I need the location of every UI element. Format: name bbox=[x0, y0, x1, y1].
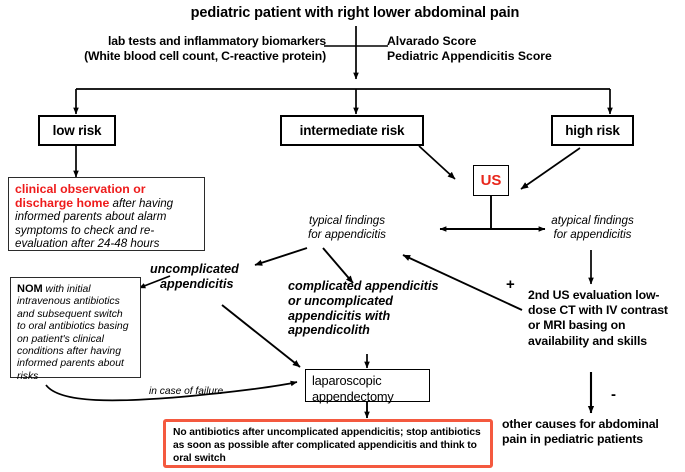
laparoscopic-appendectomy-line1: laparoscopic bbox=[312, 373, 382, 388]
alvarado-score-label: Alvarado Score bbox=[387, 34, 477, 48]
plus-sign-label: + bbox=[506, 276, 515, 293]
us-box[interactable]: US bbox=[473, 165, 509, 196]
clinical-observation-box: clinical observation or discharge home a… bbox=[8, 177, 205, 251]
atypical-findings-line1: atypical findings bbox=[551, 214, 634, 227]
edge-high-to-us bbox=[520, 147, 581, 190]
pediatric-appendicitis-score-label: Pediatric Appendicitis Score bbox=[387, 49, 552, 63]
clinical-observation-emphasis: clinical observation or discharge home bbox=[15, 182, 146, 210]
other-causes-text: other causes for abdominal pain in pedia… bbox=[502, 417, 659, 447]
clinical-observation-text: clinical observation or discharge home a… bbox=[15, 182, 198, 251]
in-case-of-failure-label: in case of failure bbox=[149, 386, 224, 397]
nom-emphasis: NOM bbox=[17, 283, 43, 295]
laparoscopic-appendectomy-box[interactable]: laparoscopic appendectomy bbox=[305, 369, 430, 404]
minus-sign-label: - bbox=[611, 386, 616, 403]
clinical-observation-rest: after having informed parents about alar… bbox=[15, 196, 174, 251]
second-us-evaluation-text: 2nd US evaluation low-dose CT with IV co… bbox=[528, 288, 668, 348]
uncomplicated-appendicitis-label-line1: uncomplicated bbox=[150, 262, 239, 276]
uncomplicated-appendicitis-label-line2: appendicitis bbox=[160, 277, 234, 291]
laparoscopic-appendectomy-line2: appendectomy bbox=[312, 388, 394, 404]
low-risk-box[interactable]: low risk bbox=[38, 115, 116, 146]
lab-tests-label-line1: lab tests and inflammatory biomarkers bbox=[108, 34, 326, 48]
page-title: pediatric patient with right lower abdom… bbox=[190, 5, 520, 21]
edge-typical-to-complicated bbox=[322, 247, 354, 284]
nom-text: NOM with initial intravenous antibiotics… bbox=[17, 283, 134, 383]
nom-box: NOM with initial intravenous antibiotics… bbox=[10, 277, 141, 382]
intermediate-risk-box[interactable]: intermediate risk bbox=[280, 115, 424, 146]
typical-findings-line1: typical findings bbox=[308, 214, 386, 227]
antibiotics-policy-box: No antibiotics after uncomplicated appen… bbox=[163, 419, 493, 468]
high-risk-box[interactable]: high risk bbox=[551, 115, 634, 146]
complicated-appendicitis-label: complicated appendicitis or uncomplicate… bbox=[288, 279, 439, 338]
lab-tests-label-line2: (White blood cell count, C-reactive prot… bbox=[84, 49, 326, 63]
edge-intermediate-to-us bbox=[418, 145, 456, 180]
typical-findings-line2: for appendicitis bbox=[308, 228, 386, 241]
atypical-findings-line2: for appendicitis bbox=[553, 228, 632, 241]
nom-rest: with initial intravenous antibiotics and… bbox=[17, 284, 129, 382]
